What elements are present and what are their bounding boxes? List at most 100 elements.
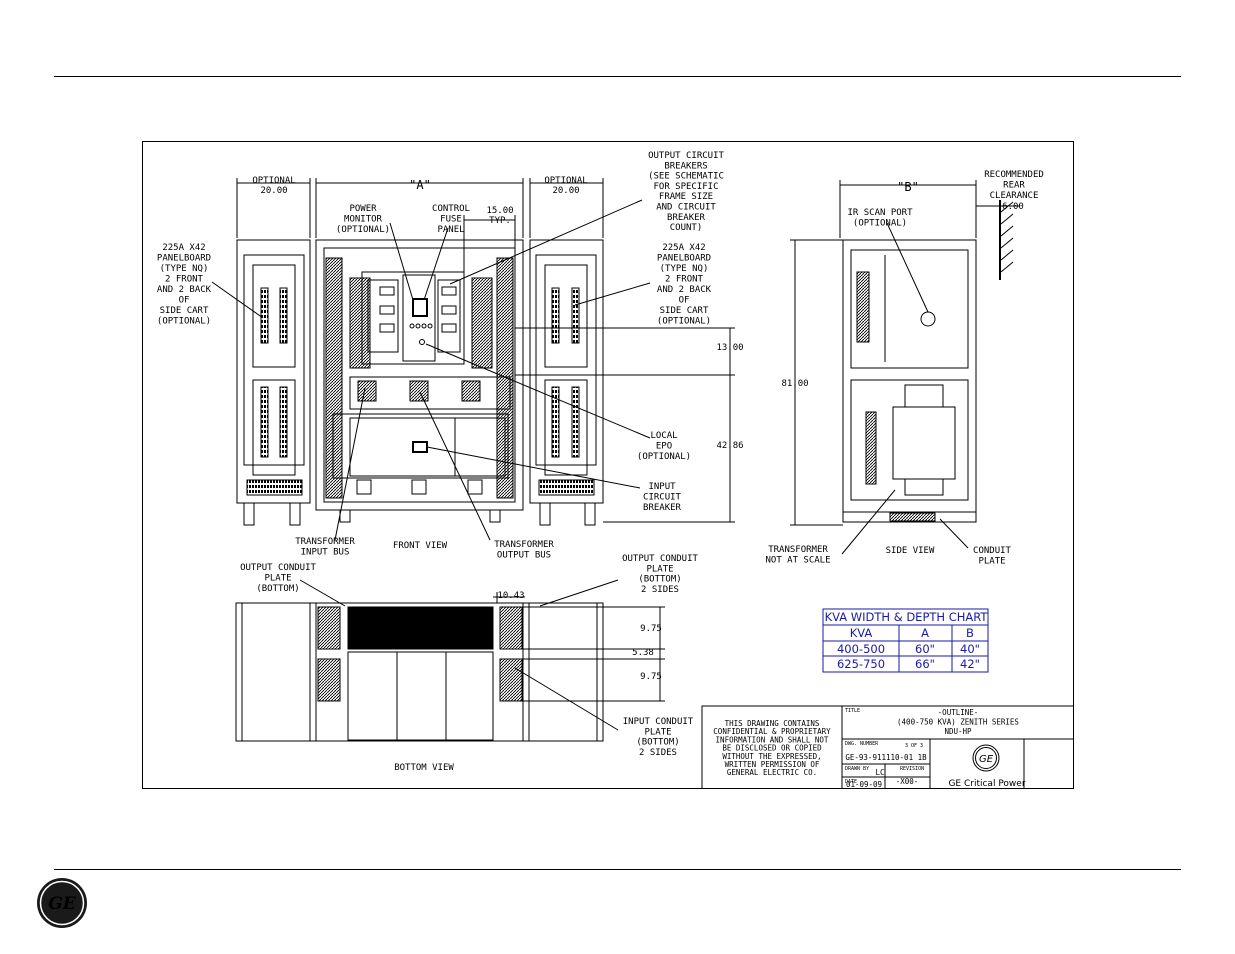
title-label: TITLE [845, 708, 860, 714]
dim-975b: 9.75 [640, 672, 662, 682]
dim-20-left: 20.00 [260, 186, 287, 196]
drawing-title: -OUTLINE-(400-750 KVA) ZENITH SERIESNDU-… [897, 708, 1019, 736]
label-line: LOCAL [650, 431, 677, 441]
dim-typ: TYP. [489, 216, 511, 226]
label-line: WRITTEN PERMISSION OF [725, 760, 820, 769]
date: 01-09-09 [846, 780, 882, 789]
label-line: (OPTIONAL) [657, 317, 711, 327]
power-monitor-box [412, 298, 428, 317]
ge-logo: GE [37, 878, 87, 928]
label-line: INPUT [648, 482, 676, 492]
label-line: REAR [1003, 181, 1025, 191]
drawn-by: LC [875, 768, 884, 777]
label-line: FUSE [440, 215, 462, 225]
dim-20-right: 20.00 [552, 186, 579, 196]
label-line: INPUT BUS [301, 548, 350, 558]
label-line: OUTPUT CIRCUIT [648, 151, 724, 161]
label-line: PANEL [437, 225, 464, 235]
dim-975a: 9.75 [640, 624, 662, 634]
title-ge-monogram: GE [979, 754, 994, 765]
breaker-panel [361, 271, 465, 365]
label-line: THIS DRAWING CONTAINS [725, 719, 820, 728]
dim-6: 6.00 [1002, 202, 1024, 212]
label-line: NDU-HP [944, 727, 972, 736]
label-line: CIRCUIT [643, 493, 682, 503]
dim-81: 81.00 [781, 379, 808, 389]
dim-1043: 10.43 [497, 591, 524, 601]
label-line: 2 SIDES [639, 748, 677, 758]
top-rule [54, 76, 1181, 77]
label-line: MONITOR [344, 215, 383, 225]
label-line: PLATE [978, 557, 1005, 567]
date-label: DATE [845, 779, 857, 785]
ge-logo-text: GE [48, 894, 77, 914]
front-view-title: FRONT VIEW [393, 541, 448, 551]
kva-header-a: A [921, 626, 929, 640]
drawing-canvas: OPTIONAL 20.00 "A" OPTIONAL 20.00 15.00 … [157, 151, 1074, 789]
label-line: EPO [656, 442, 672, 452]
bottom-rule [54, 869, 1181, 870]
label-line: (OPTIONAL) [637, 452, 691, 462]
label-line: (400-750 KVA) ZENITH SERIES [897, 718, 1019, 727]
side-view [790, 180, 1020, 555]
dim-a: "A" [409, 178, 431, 192]
drawing-frame: OPTIONAL 20.00 "A" OPTIONAL 20.00 15.00 … [142, 141, 1074, 789]
dwg-label: DWG. NUMBER [845, 741, 879, 747]
label-line: BREAKER [667, 213, 706, 223]
label-line: OUTPUT BUS [497, 551, 551, 561]
title-ge-logo [972, 744, 1000, 772]
label-line: PLATE [264, 574, 291, 584]
revision: -X00- [896, 777, 919, 786]
label-line: POWER [349, 204, 377, 214]
title-block [701, 705, 1074, 789]
label-line: TRANSFORMER [768, 545, 828, 555]
label-line: 225A X42 [162, 243, 205, 253]
kva-chart-title: KVA WIDTH & DEPTH CHART [825, 610, 989, 624]
label-line: (OPTIONAL) [853, 219, 907, 229]
kva-row2-kva: 625-750 [837, 657, 885, 671]
dim-b: "B" [897, 180, 919, 194]
label-line: CLEARANCE [990, 191, 1039, 201]
label-line: TRANSFORMER [295, 537, 355, 547]
label-line: CONTROL [432, 204, 470, 214]
label-line: OUTPUT CONDUIT [622, 554, 698, 564]
kva-chart [822, 608, 989, 673]
label-line: OUTPUT CONDUIT [240, 563, 316, 573]
kva-row2-b: 42" [960, 657, 980, 671]
label-line: BREAKER [643, 503, 682, 513]
label-line: FOR SPECIFIC [653, 182, 718, 192]
label-line: IR SCAN PORT [847, 208, 913, 218]
front-view-labels: OPTIONAL 20.00 "A" OPTIONAL 20.00 15.00 … [157, 151, 744, 561]
label-line: OF [679, 296, 690, 306]
label-line: BREAKERS [664, 161, 707, 171]
kva-row2-a: 66" [915, 657, 935, 671]
kva-row1-kva: 400-500 [837, 642, 885, 656]
ir-scan-label: IR SCAN PORT(OPTIONAL) [847, 208, 913, 229]
revision-label: REVISION [900, 766, 924, 772]
sheet-number: 3 OF 3 [905, 743, 923, 749]
label-line: SIDE CART [660, 306, 709, 316]
label-line: COUNT) [670, 223, 703, 233]
label-line: FRAME SIZE [659, 192, 713, 202]
dim-optional-left: OPTIONAL [252, 176, 295, 186]
label-line: AND 2 BACK [157, 285, 212, 295]
label-line: 225A X42 [662, 243, 705, 253]
label-line: NOT AT SCALE [765, 556, 830, 566]
bottom-view-title: BOTTOM VIEW [394, 763, 454, 773]
dim-538: 5.38 [632, 648, 654, 658]
ir-scan-port [920, 311, 936, 327]
label-line: PANELBOARD [657, 254, 711, 264]
label-line: RECOMMENDED [984, 170, 1044, 180]
label-line: AND CIRCUIT [656, 203, 716, 213]
